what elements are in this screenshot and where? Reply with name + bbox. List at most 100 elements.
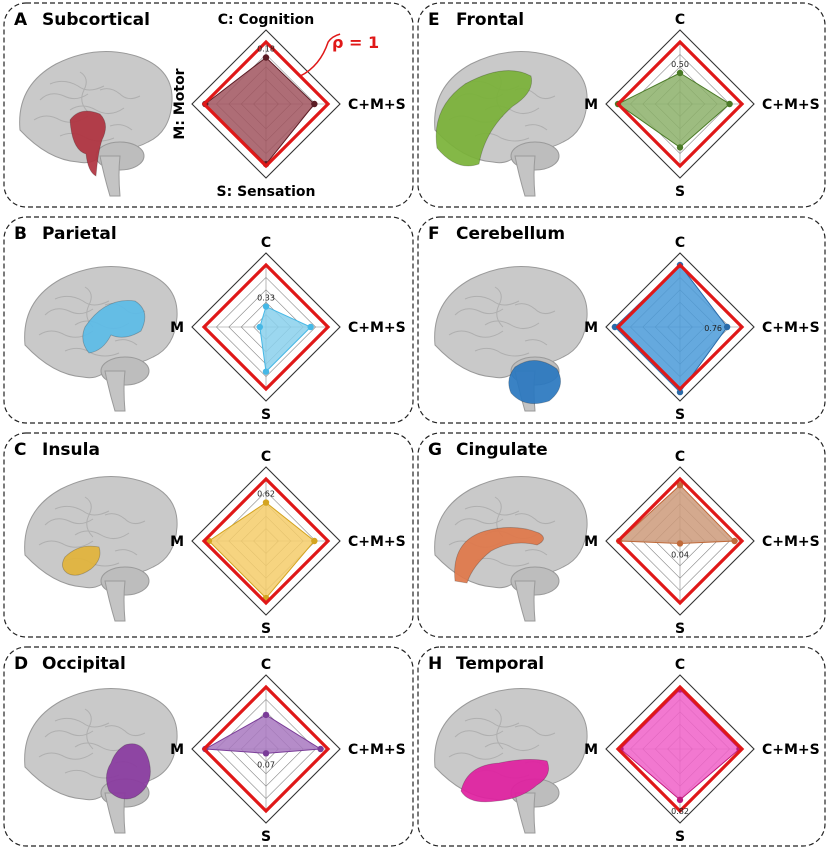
axis-label-s: S <box>261 621 271 637</box>
axis-label-m: M <box>170 534 184 550</box>
panel-frame <box>3 432 414 638</box>
radar-point-s <box>676 388 684 396</box>
axis-label-cms: C+M+S <box>762 742 820 758</box>
brain-illustration <box>434 476 588 622</box>
axis-label-m: M <box>584 97 598 113</box>
axis-label-s: S <box>675 621 685 637</box>
rho-one-diamond <box>615 39 745 169</box>
axis-label-s: S <box>261 829 271 845</box>
radar-outer-frame <box>605 674 755 824</box>
brain-illustration <box>434 688 588 834</box>
radar-outer-frame <box>191 466 341 616</box>
radar-data-polygon <box>617 72 731 149</box>
radar-point-s <box>262 750 270 757</box>
panel-region-title: Parietal <box>42 224 117 244</box>
panel-letter: F <box>428 224 440 244</box>
brainstem <box>99 155 121 197</box>
radar-outer-frame <box>191 252 341 402</box>
rho-one-diamond <box>615 684 745 814</box>
panel-letter: H <box>428 654 442 674</box>
radar-point-c <box>262 303 270 310</box>
radar-point-c <box>676 482 684 489</box>
panel-region-title: Temporal <box>456 654 544 674</box>
axis-label-cms: C+M+S <box>348 320 406 336</box>
axis-label-c: C <box>675 12 685 28</box>
axis-label-c: C <box>675 235 685 251</box>
brain-region-F <box>508 360 561 405</box>
rho-one-diamond <box>201 262 331 392</box>
axis-label-cms: C+M+S <box>762 320 820 336</box>
axis-label-cms: C+M+S <box>348 742 406 758</box>
axis-label-m: M <box>170 742 184 758</box>
panel-region-title: Subcortical <box>42 10 150 30</box>
rho-annotation-line <box>299 33 341 77</box>
radar-point-cms <box>726 100 733 108</box>
axis-label-cms: C+M+S <box>762 97 820 113</box>
cerebrum <box>434 266 588 379</box>
panel-frame <box>417 216 826 424</box>
brain-illustration <box>434 266 588 412</box>
brainstem <box>104 580 126 622</box>
radar-value-label: 0.18 <box>257 45 275 54</box>
axis-label-s: S <box>261 407 271 423</box>
cerebrum <box>24 476 178 589</box>
radar-value-label: 0.33 <box>257 294 275 303</box>
gyri-texture <box>38 708 146 779</box>
rho-one-diamond <box>615 262 745 392</box>
axis-label-cms: C+M+S <box>762 534 820 550</box>
axis-label-c: C <box>675 449 685 465</box>
radar-value-label: 0.82 <box>671 807 689 816</box>
axis-label-c: C <box>261 235 271 251</box>
panel-A: A Subcortical 0.18 C: Cognition S: Sensation… <box>3 2 414 208</box>
panel-letter: A <box>14 10 28 30</box>
radar-point-cms <box>723 323 731 331</box>
axis-label-m: M: Motor <box>172 68 188 139</box>
radar-point-cms <box>317 745 324 753</box>
axis-label-c: C <box>675 657 685 673</box>
gyri-texture <box>448 286 556 357</box>
brain-region-H <box>460 759 550 803</box>
brain-region-A <box>69 110 106 177</box>
axis-label-m: M <box>170 320 184 336</box>
panel-region-title: Cerebellum <box>456 224 565 244</box>
brainstem <box>104 370 126 412</box>
panel-letter: G <box>428 440 442 460</box>
axis-label-c: C <box>261 449 271 465</box>
panel-letter: B <box>14 224 27 244</box>
axis-label-m: M <box>584 320 598 336</box>
panel-region-title: Frontal <box>456 10 524 30</box>
brain-region-C <box>62 545 101 576</box>
radar-value-label: 0.62 <box>257 490 275 499</box>
brain-illustration <box>434 51 588 197</box>
panel-letter: D <box>14 654 28 674</box>
radar-data-polygon <box>208 501 316 599</box>
rho-one-diamond <box>615 476 745 606</box>
radar-point-c <box>262 54 270 61</box>
panel-region-title: Insula <box>42 440 100 460</box>
rho-one-diamond <box>201 39 331 169</box>
axis-label-m: M <box>584 534 598 550</box>
radar-point-c <box>676 69 684 77</box>
brainstem <box>104 792 126 834</box>
panels-layer: A Subcortical 0.18 C: Cognition S: Sensation… <box>3 2 826 847</box>
panel-frame <box>3 216 414 424</box>
brain-region-D <box>106 743 151 800</box>
panel-frame <box>417 646 826 847</box>
axis-label-cms: C+M+S <box>348 534 406 550</box>
panel-B: B Parietal 0.33 C S C+M+S M <box>3 216 414 424</box>
radar-point-cms <box>731 537 738 545</box>
radar-data-polygon <box>259 305 312 373</box>
radar-outer-frame <box>605 252 755 402</box>
axis-label-c: C: Cognition <box>218 12 315 28</box>
radar-point-s <box>676 540 684 547</box>
radar-value-label: 0.07 <box>257 760 275 769</box>
radar-outer-frame <box>605 466 755 616</box>
radar-outer-frame <box>191 674 341 824</box>
cerebrum <box>19 51 173 164</box>
panel-frame <box>3 2 414 208</box>
axis-label-cms: C+M+S <box>348 97 406 113</box>
axis-label-s: S: Sensation <box>217 184 316 200</box>
